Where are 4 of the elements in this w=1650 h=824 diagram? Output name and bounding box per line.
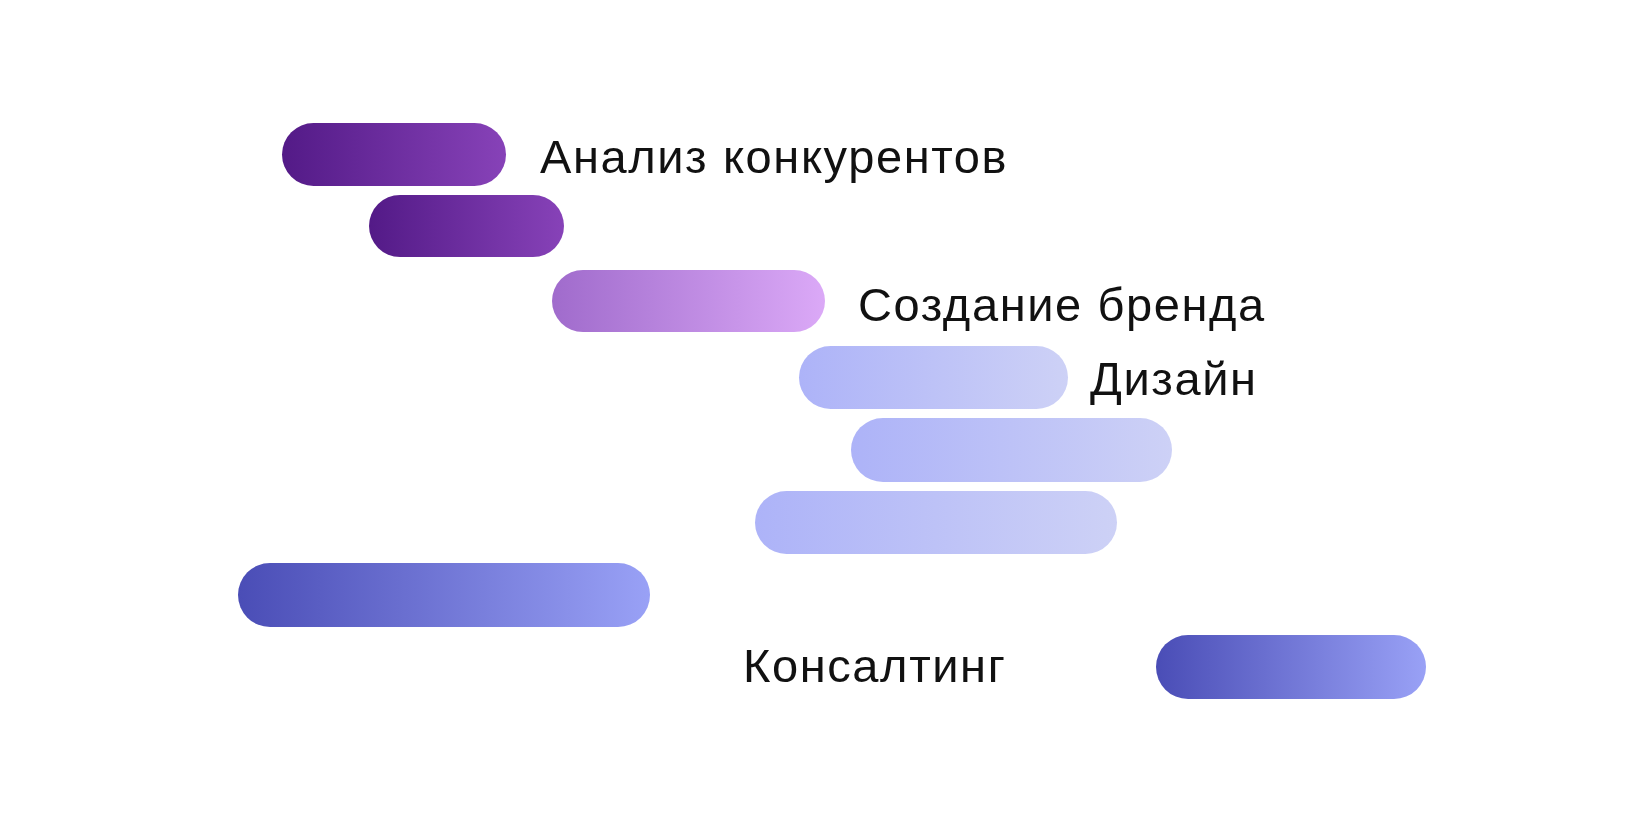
bar-label: Дизайн [1090,352,1258,406]
bar-label: Создание бренда [858,278,1266,332]
category-label: Консалтинг [743,639,1007,693]
bar-label: Анализ конкурентов [540,130,1009,184]
